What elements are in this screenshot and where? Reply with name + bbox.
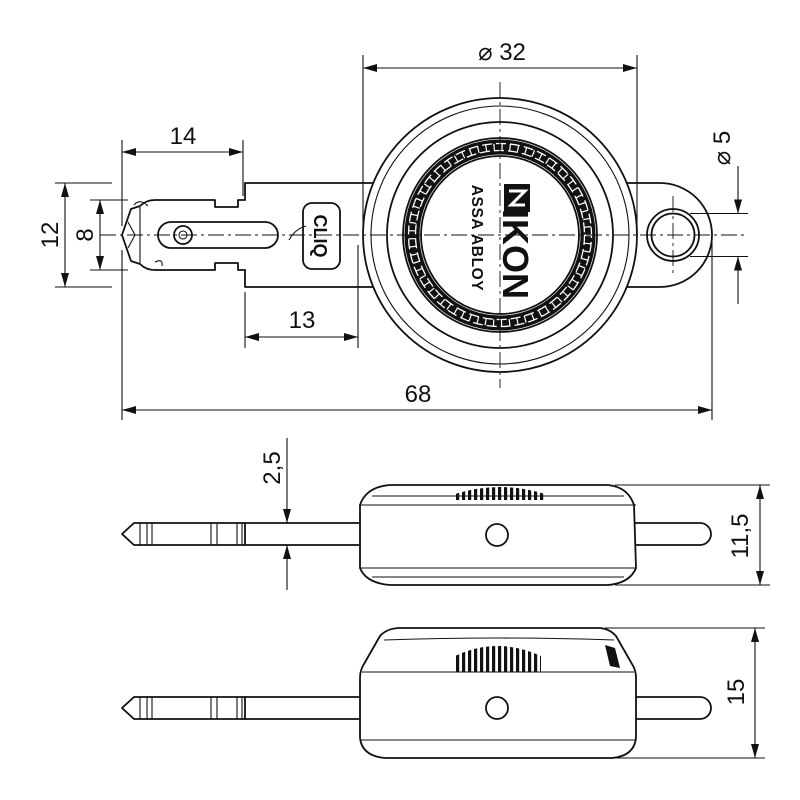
dim-blade-width-label: 8 xyxy=(72,228,99,241)
cliq-logo-text: CLIQ xyxy=(310,215,330,258)
dim-shank-width-label: 12 xyxy=(37,222,64,249)
dim-head-diameter-label: ⌀ 32 xyxy=(478,39,526,66)
side2-head xyxy=(359,627,637,759)
side2-ring-end xyxy=(629,696,712,720)
assa-abloy-logo-text: ASSA ABLOY xyxy=(468,185,485,292)
side-view-thickness xyxy=(121,484,712,586)
dim-head-height: 15 xyxy=(605,627,765,759)
dim-blade-width: 8 xyxy=(72,199,128,271)
dim-head-thickness-label: 11,5 xyxy=(727,514,754,559)
dim-head-diameter: ⌀ 32 xyxy=(362,39,638,228)
dim-overall-length-label: 68 xyxy=(405,381,432,408)
side2-shank xyxy=(244,696,363,720)
cliq-logo-badge xyxy=(302,202,341,270)
dim-ring-hole-diameter-label: ⌀ 5 xyxy=(709,131,736,165)
side2-head-hole xyxy=(485,696,509,720)
side2-blade-tip xyxy=(121,696,246,720)
side2-grip-ridges xyxy=(455,646,541,672)
side1-ring-end xyxy=(629,522,712,546)
side1-blade-tip xyxy=(121,522,246,546)
dim-ring-hole-diameter: ⌀ 5 xyxy=(690,131,748,304)
top-view: CLIQ IKON ASSA ABLOY xyxy=(100,82,748,388)
cliq-logo: CLIQ xyxy=(288,202,341,270)
ikon-logo: IKON ASSA ABLOY xyxy=(468,184,536,299)
dim-head-height-label: 15 xyxy=(723,679,750,706)
dim-shoulder-length-label: 13 xyxy=(289,307,316,334)
side2-head-tab xyxy=(605,645,620,668)
dim-blade-length: 14 xyxy=(121,123,244,226)
ikon-logo-text: IKON xyxy=(495,209,536,299)
side1-shank xyxy=(244,522,363,546)
side-view-height xyxy=(121,627,712,759)
dim-blade-thickness: 2,5 xyxy=(259,438,291,590)
cliq-logo-swoosh xyxy=(288,225,307,241)
dim-shoulder-length: 13 xyxy=(244,245,359,348)
dim-overall-length: 68 xyxy=(121,242,713,420)
side1-grip-ridges xyxy=(455,487,545,500)
dim-shank-width: 12 xyxy=(37,182,112,288)
dim-blade-length-label: 14 xyxy=(170,123,197,150)
dim-blade-thickness-label: 2,5 xyxy=(259,451,286,484)
side1-head-hole xyxy=(485,523,509,547)
dim-head-thickness: 11,5 xyxy=(615,484,770,586)
